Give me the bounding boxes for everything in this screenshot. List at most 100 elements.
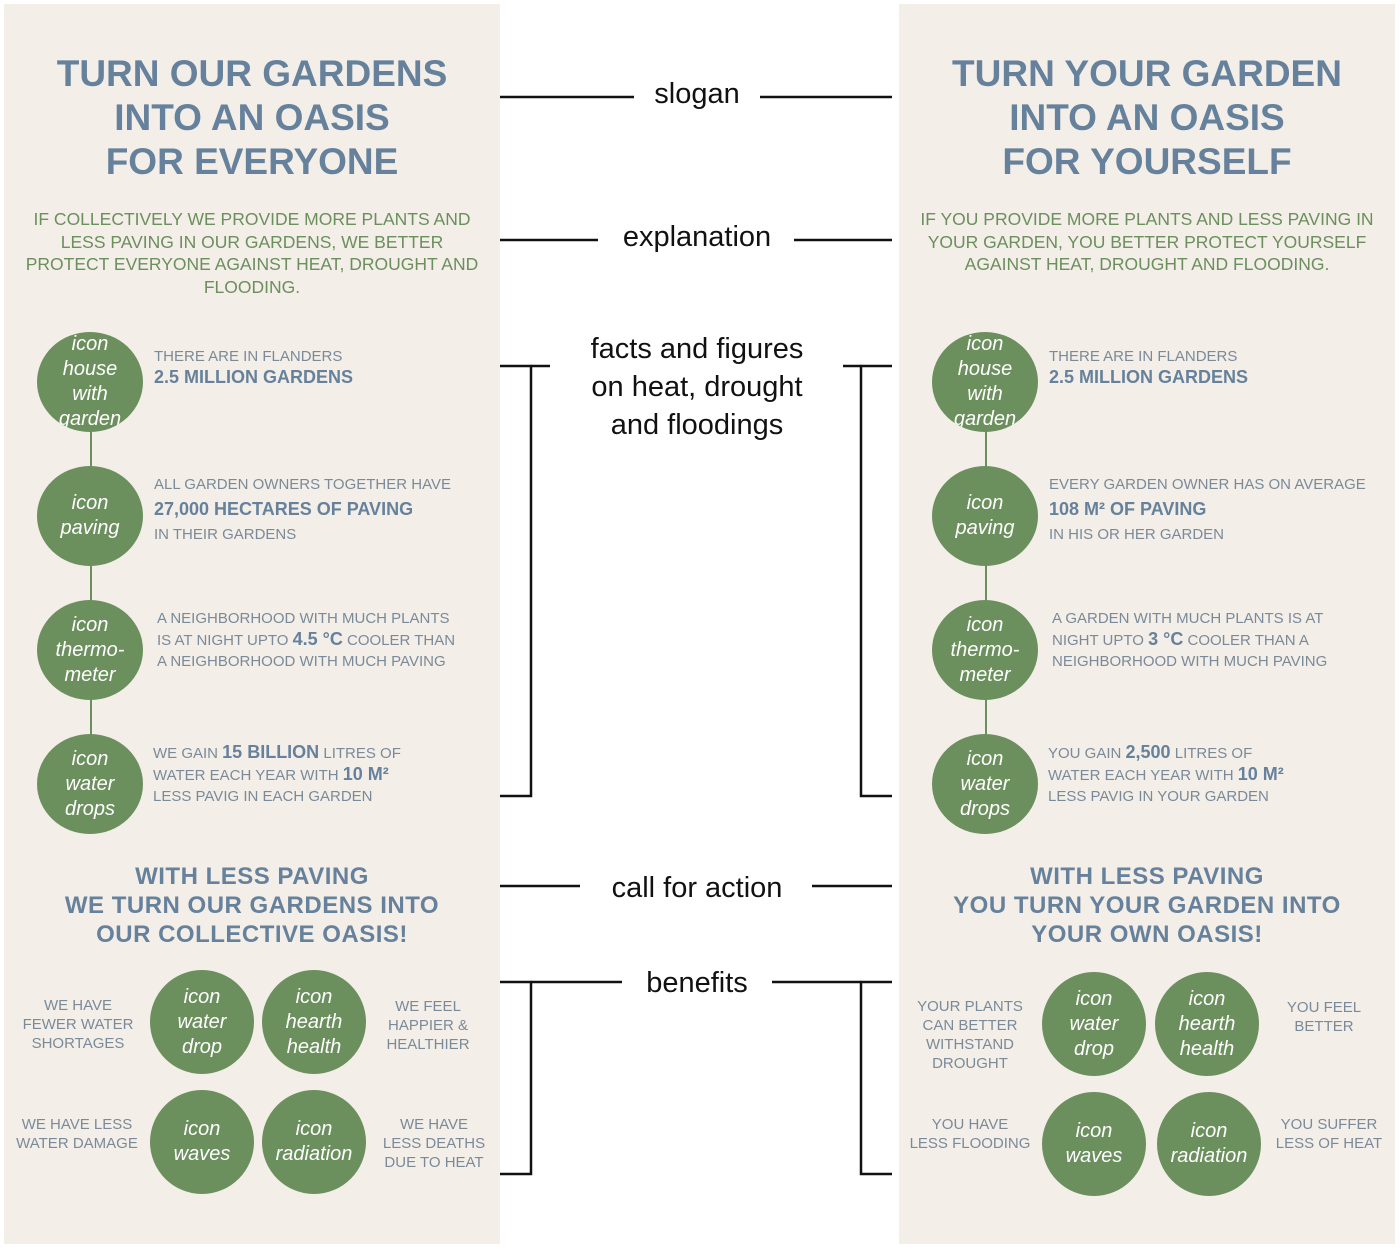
benefit-line: YOU HAVE	[931, 1116, 1009, 1133]
icon-label: water	[177, 1010, 227, 1033]
benefit-line: SHORTAGES	[31, 1035, 125, 1052]
water-drops-icon: icon water drops	[932, 734, 1038, 834]
slogan-left: TURN OUR GARDENS INTO AN OASIS FOR EVERY…	[4, 52, 500, 184]
icon-label: water	[960, 772, 1010, 795]
fact-text: WE GAIN	[153, 745, 223, 762]
benefit-line: YOU FEEL	[1286, 999, 1362, 1016]
cta-line: WITH LESS PAVING	[135, 863, 369, 890]
call-for-action-right: WITH LESS PAVING YOU TURN YOUR GARDEN IN…	[899, 862, 1395, 949]
label-line: and floodings	[610, 409, 784, 441]
fact-text-line: WE GAIN 15 BILLION LITRES OF	[153, 742, 493, 764]
fact-water-gain: YOU GAIN 2,500 LITRES OF WATER EACH YEAR…	[1048, 742, 1388, 807]
fact-text: COOLER THAN	[342, 632, 456, 649]
cta-line: WE TURN OUR GARDENS INTO	[64, 892, 440, 919]
benefit-water-damage-text: WE HAVE LESS WATER DAMAGE	[6, 1115, 148, 1153]
benefit-line: BETTER	[1294, 1018, 1354, 1035]
benefit-line: WITHSTAND	[925, 1036, 1015, 1053]
icon-label: meter	[64, 663, 116, 686]
icon-label: health	[286, 1035, 342, 1058]
label-facts-and-figures: facts and figures on heat, drought and f…	[556, 330, 838, 444]
benefit-line: WE FEEL	[395, 998, 461, 1015]
fact-text: WATER EACH YEAR WITH	[153, 767, 343, 784]
benefit-line: WE HAVE LESS	[21, 1116, 133, 1133]
waves-icon: icon waves	[1042, 1092, 1146, 1196]
label-line: on heat, drought	[591, 371, 803, 403]
icon-label: icon	[295, 985, 333, 1008]
icon-label: icon	[1075, 987, 1113, 1010]
fact-text-line: A GARDEN WITH MUCH PLANTS IS AT	[1052, 610, 1324, 627]
benefit-heat-deaths-text: WE HAVE LESS DEATHS DUE TO HEAT	[372, 1115, 496, 1172]
fact-text-line: NIGHT UPTO 3 °C COOLER THAN A	[1052, 629, 1392, 651]
explanation-right: IF YOU PROVIDE MORE PLANTS AND LESS PAVI…	[920, 209, 1374, 274]
fact-text: WATER EACH YEAR WITH	[1048, 767, 1238, 784]
fact-text-line: LESS PAVIG IN YOUR GARDEN	[1048, 788, 1269, 805]
icon-label: icon	[1075, 1120, 1113, 1142]
facts-connector-line	[985, 404, 987, 744]
icon-label: garden	[58, 408, 122, 430]
waves-icon: icon waves	[150, 1090, 254, 1194]
fact-text-line: IN HIS OR HER GARDEN	[1049, 526, 1225, 543]
fact-text-line: NEIGHBORHOOD WITH MUCH PAVING	[1052, 653, 1328, 670]
benefit-line: CAN BETTER	[922, 1017, 1018, 1034]
fact-highlight: 27,000 HECTARES OF PAVING	[154, 499, 414, 519]
slogan-line: FOR YOURSELF	[1002, 141, 1292, 182]
benefit-line: FEWER WATER	[22, 1016, 134, 1033]
thermometer-icon: icon thermo- meter	[37, 600, 143, 700]
fact-text: COOLER THAN A	[1183, 632, 1309, 649]
fact-highlight: 3 °C	[1148, 629, 1184, 649]
slogan-line: INTO AN OASIS	[114, 97, 390, 138]
icon-label: icon	[71, 747, 109, 770]
icon-label: waves	[173, 1143, 231, 1165]
water-drop-icon: icon water drop	[150, 970, 254, 1074]
fact-text-line: WATER EACH YEAR WITH 10 M²	[1048, 764, 1388, 786]
fact-text-line: THERE ARE IN FLANDERS	[1049, 348, 1238, 365]
heart-health-icon: icon hearth health	[262, 970, 366, 1074]
cta-line: WITH LESS PAVING	[1030, 863, 1264, 890]
icon-label: with	[72, 383, 108, 405]
fact-text-line: IS AT NIGHT UPTO 4.5 °C COOLER THAN	[157, 629, 497, 651]
benefit-line: YOUR PLANTS	[917, 998, 1023, 1015]
fact-night-temperature: A GARDEN WITH MUCH PLANTS IS AT NIGHT UP…	[1052, 608, 1392, 672]
cta-line: YOU TURN YOUR GARDEN INTO	[953, 892, 1341, 919]
label-line: facts and figures	[590, 333, 804, 365]
label-benefits: benefits	[626, 964, 768, 1002]
benefit-line: LESS FLOODING	[909, 1135, 1031, 1152]
icon-label: icon	[1188, 987, 1226, 1010]
icon-label: paving	[955, 517, 1015, 539]
benefit-water-shortage-text: WE HAVE FEWER WATER SHORTAGES	[8, 996, 148, 1053]
fact-text-line: THERE ARE IN FLANDERS	[154, 348, 343, 365]
fact-text-line: EVERY GARDEN OWNER HAS ON AVERAGE	[1049, 476, 1366, 493]
benefit-line: DUE TO HEAT	[384, 1154, 484, 1171]
icon-label: icon	[966, 613, 1004, 636]
icon-label: house	[62, 358, 118, 380]
fact-highlight: 15 BILLION	[222, 742, 320, 762]
icon-label: icon	[966, 747, 1004, 770]
fact-paving-area: ALL GARDEN OWNERS TOGETHER HAVE 27,000 H…	[154, 472, 494, 547]
icon-label: drop	[181, 1035, 223, 1058]
fact-text: LITRES OF	[1170, 745, 1253, 762]
benefit-health-text: WE FEEL HAPPIER & HEALTHIER	[372, 997, 484, 1054]
fact-text-line: WATER EACH YEAR WITH 10 M²	[153, 764, 493, 786]
icon-label: icon	[1190, 1120, 1228, 1142]
water-drops-icon: icon water drops	[37, 734, 143, 834]
icon-label: drops	[959, 797, 1011, 820]
fact-highlight: 2,500	[1125, 742, 1171, 762]
fact-highlight: 10 M²	[1237, 764, 1284, 784]
icon-label: thermo-	[55, 638, 125, 661]
icon-label: thermo-	[950, 638, 1020, 661]
house-with-garden-icon: icon house with garden	[37, 332, 143, 432]
facts-connector-line	[90, 404, 92, 744]
fact-water-gain: WE GAIN 15 BILLION LITRES OF WATER EACH …	[153, 742, 493, 807]
cta-line: OUR COLLECTIVE OASIS!	[96, 921, 408, 948]
slogan-line: TURN YOUR GARDEN	[952, 53, 1342, 94]
thermometer-icon: icon thermo- meter	[932, 600, 1038, 700]
icon-label: with	[967, 383, 1003, 405]
icon-label: hearth	[1178, 1012, 1236, 1035]
fact-text: NIGHT UPTO	[1052, 632, 1149, 649]
house-with-garden-icon: icon house with garden	[932, 332, 1038, 432]
radiation-icon: icon radiation	[1157, 1092, 1261, 1196]
icon-label: health	[1179, 1037, 1235, 1060]
heart-health-icon: icon hearth health	[1155, 972, 1259, 1076]
fact-text: IS AT NIGHT UPTO	[157, 632, 293, 649]
